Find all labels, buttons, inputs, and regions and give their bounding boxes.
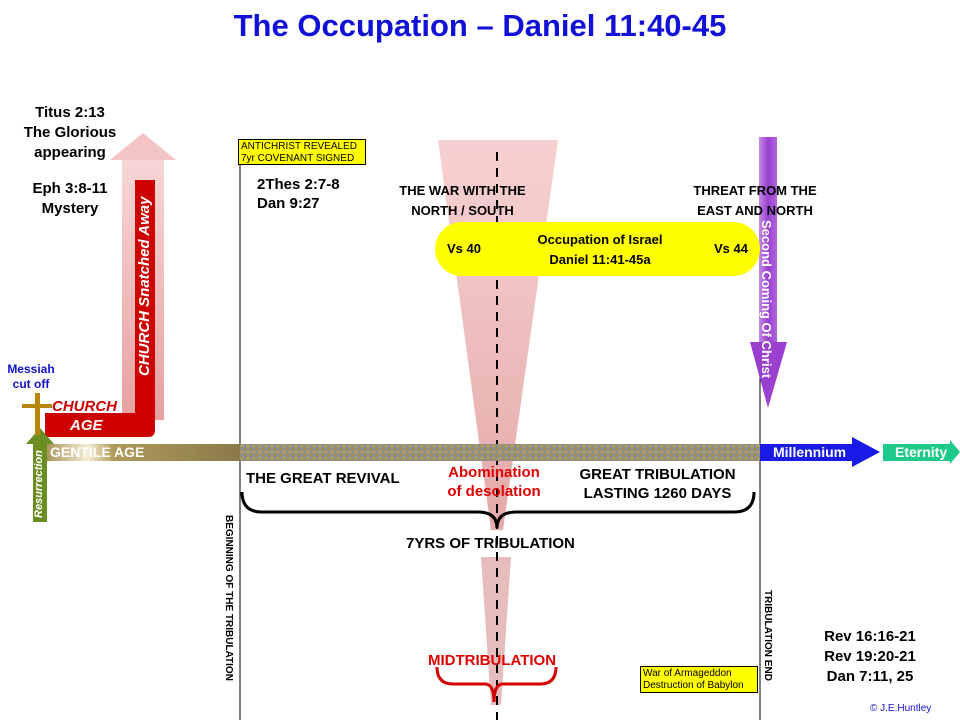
resurrection-arrow [26, 428, 54, 522]
gentile-age-label: GENTILE AGE [50, 444, 145, 460]
church-label: CHURCH [52, 398, 117, 415]
great-trib-line: GREAT TRIBULATION [579, 466, 736, 483]
antichrist-line: ANTICHRIST REVEALED [241, 141, 357, 152]
eternity-label: Eternity [895, 444, 948, 460]
ref-line: Eph 3:8-11 [32, 180, 108, 197]
abomination-label: Abomination of desolation [430, 463, 558, 501]
vs40-label: Vs 40 [447, 241, 481, 256]
ref-line: Dan 7:11, 25 [826, 668, 914, 685]
occupation-line: Daniel 11:41-45a [549, 252, 651, 267]
millennium-arrow [760, 437, 880, 467]
revelation-references: Rev 16:16-21 Rev 19:20-21 Dan 7:11, 25 [810, 627, 930, 687]
ref-line: appearing [34, 144, 106, 161]
second-coming-arrow-shaft [759, 137, 777, 342]
abomination-line: Abomination [448, 464, 540, 481]
midtrib-brace [435, 666, 558, 703]
beginning-tribulation-label: BEGINNING OF THE TRIBULATION [223, 515, 234, 681]
great-revival-label: THE GREAT REVIVAL [246, 470, 400, 487]
seven-years-brace [240, 491, 756, 529]
armageddon-line: War of Armageddon [643, 668, 732, 679]
threat-line: EAST AND NORTH [697, 203, 813, 218]
tribulation-bar [240, 444, 760, 461]
age-label: AGE [70, 417, 103, 434]
page-title: The Occupation – Daniel 11:40-45 [233, 8, 727, 43]
threat-line: THREAT FROM THE [693, 183, 817, 198]
war-line: THE WAR WITH THE [399, 183, 526, 198]
occupation-pill [435, 222, 760, 276]
war-north-south-label: THE WAR WITH THE NORTH / SOUTH [380, 181, 545, 221]
antichrist-box: ANTICHRIST REVEALED 7yr COVENANT SIGNED [238, 139, 366, 165]
midtribulation-label: MIDTRIBULATION [428, 652, 557, 669]
armageddon-box: War of Armageddon Destruction of Babylon [640, 666, 758, 693]
tribulation-end-label: TRIBULATION END [762, 590, 773, 681]
abomination-line: of desolation [447, 483, 541, 500]
second-coming-label: Second Coming Of Christ [759, 220, 774, 379]
ref-line: Rev 16:16-21 [824, 628, 916, 645]
ref-line: 2Thes 2:7-8 [257, 176, 340, 193]
great-trib-line: LASTING 1260 DAYS [583, 485, 732, 502]
ref-line: Dan 9:27 [257, 195, 320, 212]
messiah-cut-off-label: Messiah cut off [0, 362, 62, 392]
church-snatched-label: CHURCH Snatched Away [136, 196, 153, 376]
messiah-line: cut off [12, 377, 50, 391]
ref-line: Titus 2:13 [35, 104, 105, 121]
resurrection-label: Resurrection [33, 450, 45, 518]
church-age-bar [45, 180, 155, 437]
copyright-label: © J.E.Huntley [870, 703, 932, 714]
thessalonians-reference: 2Thes 2:7-8 Dan 9:27 [257, 175, 340, 213]
rapture-arrow-head [110, 133, 176, 160]
second-coming-arrow-head [750, 342, 787, 408]
war-line: NORTH / SOUTH [411, 203, 514, 218]
armageddon-line: Destruction of Babylon [643, 680, 744, 691]
great-tribulation-label: GREAT TRIBULATION LASTING 1260 DAYS [565, 465, 750, 503]
gentile-age-bar [45, 444, 240, 461]
eph-reference: Eph 3:8-11 Mystery [10, 179, 130, 219]
titus-reference: Titus 2:13 The Glorious appearing [10, 103, 130, 163]
millennium-label: Millennium [773, 444, 847, 460]
central-cone-bottom [481, 557, 511, 705]
ref-line: The Glorious [23, 124, 117, 141]
cross-icon [35, 393, 40, 435]
occupation-label: Occupation of Israel Daniel 11:41-45a [510, 230, 690, 270]
vs44-label: Vs 44 [714, 241, 748, 256]
messiah-line: Messiah [7, 362, 55, 376]
eternity-arrow [883, 440, 960, 464]
ref-line: Rev 19:20-21 [824, 648, 916, 665]
antichrist-line: 7yr COVENANT SIGNED [241, 153, 355, 164]
occupation-line: Occupation of Israel [537, 232, 663, 247]
ref-line: Mystery [41, 200, 99, 217]
seven-years-label: 7YRS OF TRIBULATION [406, 535, 575, 552]
threat-label: THREAT FROM THE EAST AND NORTH [680, 181, 830, 221]
